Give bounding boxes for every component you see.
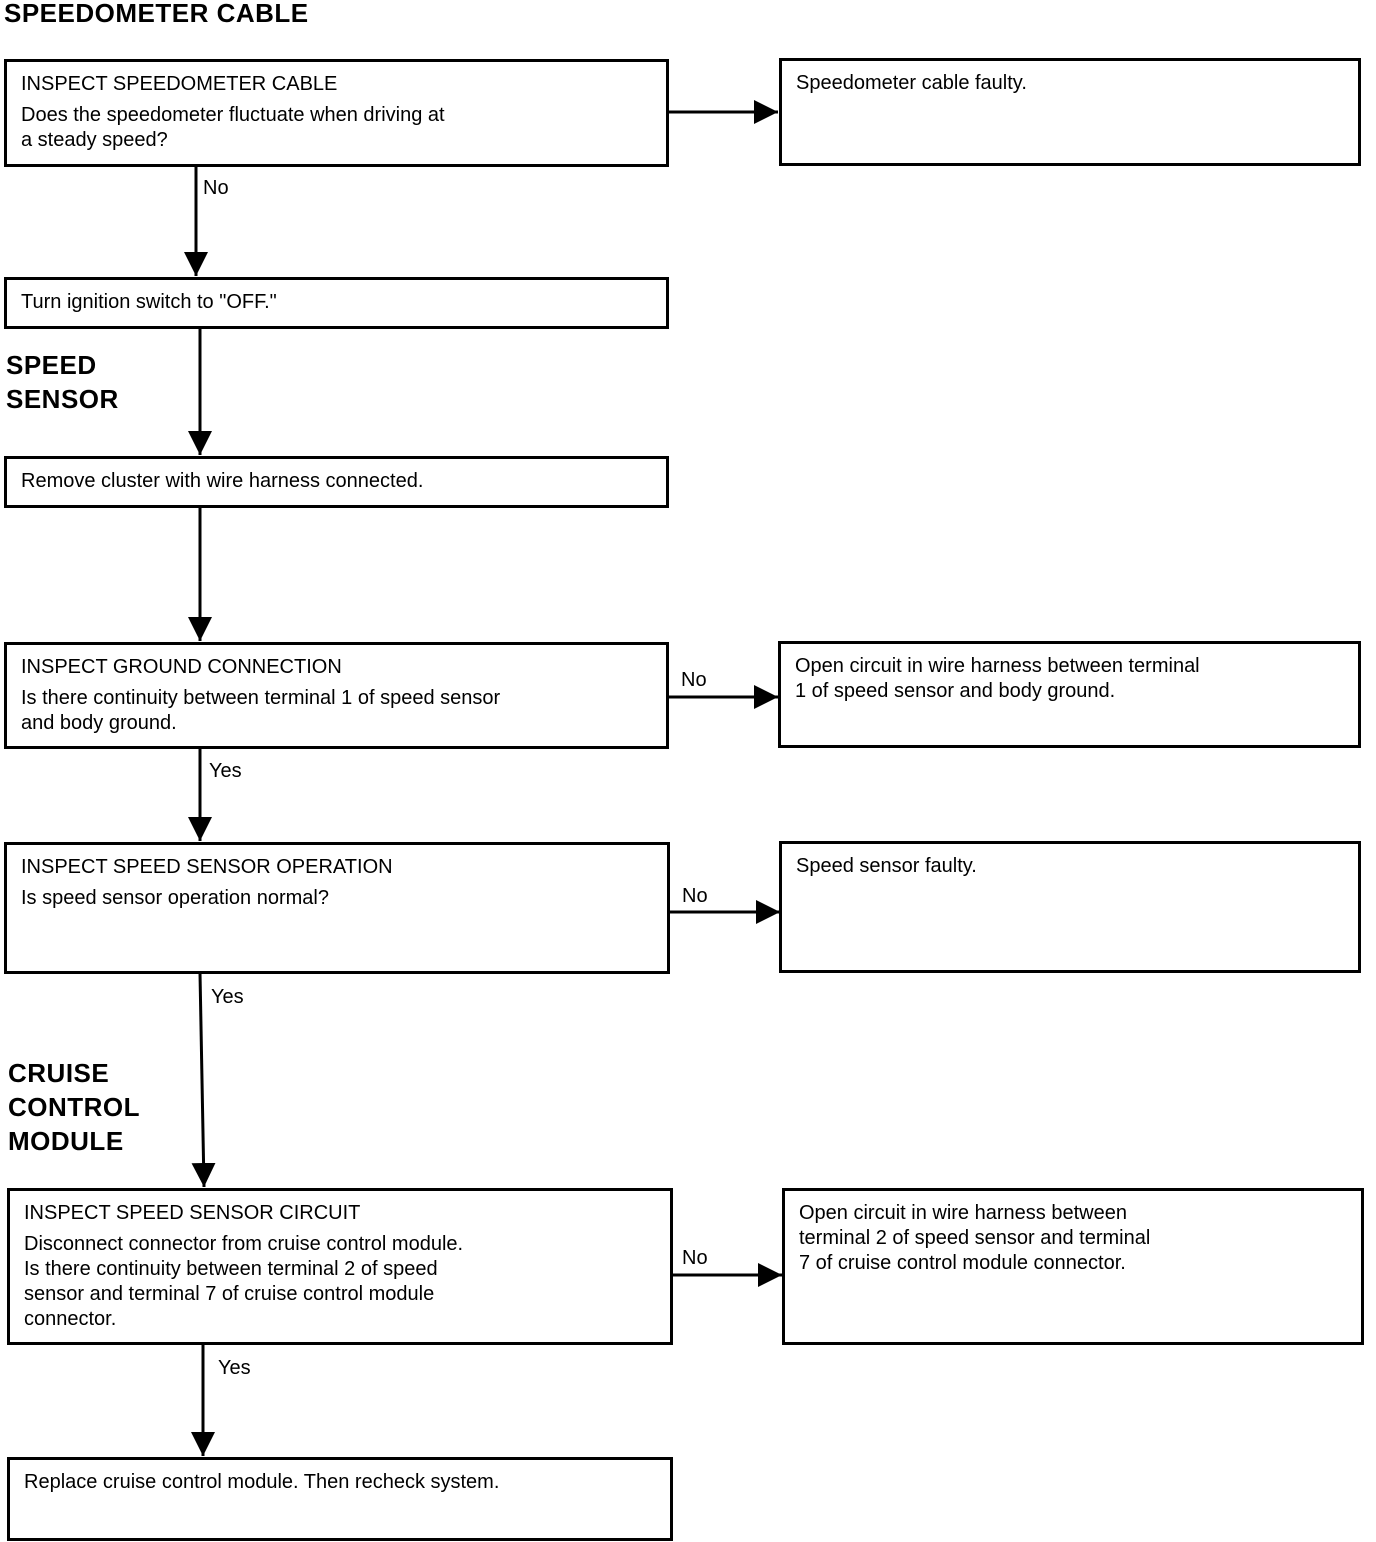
section-heading-cruise-control-module: CRUISE CONTROL MODULE [8, 1058, 141, 1156]
step-text: Remove cluster with wire harness connect… [21, 470, 424, 492]
arrow-operation-yes [191, 972, 216, 1188]
label-cable-no: No [203, 177, 229, 199]
step-title: INSPECT GROUND CONNECTION [21, 656, 342, 678]
step-remove-cluster: Remove cluster with wire harness connect… [4, 456, 669, 508]
label-operation-no: No [682, 885, 708, 907]
label-circuit-yes: Yes [218, 1357, 251, 1379]
step-question: Disconnect connector from cruise control… [24, 1233, 464, 1330]
result-open-circuit-module: Open circuit in wire harness between ter… [782, 1188, 1364, 1345]
step-question: Does the speedometer fluctuate when driv… [21, 104, 445, 151]
step-text: Turn ignition switch to "OFF." [21, 291, 277, 313]
result-text: Open circuit in wire harness between ter… [795, 655, 1200, 702]
step-question: Is there continuity between terminal 1 o… [21, 687, 501, 734]
step-inspect-speed-sensor-circuit: INSPECT SPEED SENSOR CIRCUIT Disconnect … [7, 1188, 673, 1345]
result-speedometer-cable-faulty: Speedometer cable faulty. [779, 58, 1361, 166]
label-ground-no: No [681, 669, 707, 691]
step-question: Is speed sensor operation normal? [21, 887, 329, 909]
label-circuit-no: No [682, 1247, 708, 1269]
step-title: INSPECT SPEED SENSOR OPERATION [21, 856, 393, 878]
section-heading-speed-sensor: SPEED SENSOR [6, 350, 119, 414]
step-inspect-speedometer-cable: INSPECT SPEEDOMETER CABLE Does the speed… [4, 59, 669, 167]
result-open-circuit-ground: Open circuit in wire harness between ter… [778, 641, 1361, 748]
label-operation-yes: Yes [211, 986, 244, 1008]
section-heading-speedometer-cable: SPEEDOMETER CABLE [4, 0, 309, 28]
step-turn-ignition-off: Turn ignition switch to "OFF." [4, 277, 669, 329]
label-ground-yes: Yes [209, 760, 242, 782]
step-title: INSPECT SPEEDOMETER CABLE [21, 73, 338, 95]
result-speed-sensor-faulty: Speed sensor faulty. [779, 841, 1361, 973]
result-text: Speedometer cable faulty. [796, 72, 1027, 94]
result-text: Speed sensor faulty. [796, 855, 977, 877]
step-replace-cruise-control-module: Replace cruise control module. Then rech… [7, 1457, 673, 1541]
step-text: Replace cruise control module. Then rech… [24, 1471, 500, 1493]
step-title: INSPECT SPEED SENSOR CIRCUIT [24, 1202, 361, 1224]
step-inspect-speed-sensor-operation: INSPECT SPEED SENSOR OPERATION Is speed … [4, 842, 670, 974]
step-inspect-ground-connection: INSPECT GROUND CONNECTION Is there conti… [4, 642, 669, 749]
result-text: Open circuit in wire harness between ter… [799, 1202, 1151, 1274]
